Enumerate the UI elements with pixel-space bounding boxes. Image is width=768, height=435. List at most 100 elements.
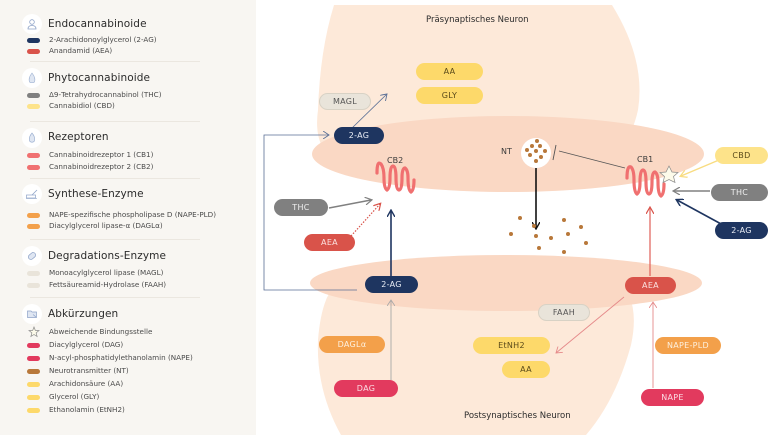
- cb1-inhibition-line: [558, 150, 626, 169]
- aa-bottom-pill: AA: [502, 361, 550, 378]
- 2ag-presynaptic-pill: 2-AG: [334, 127, 384, 144]
- legend-heading: Synthese-Enzyme: [48, 188, 144, 200]
- aea-left-pill: AEA: [304, 234, 355, 251]
- legend-swatch: [27, 93, 40, 98]
- legend-swatch: [27, 49, 40, 54]
- synthesis-icon: [22, 184, 42, 204]
- nt-label: NT: [501, 147, 512, 156]
- degradation-icon: [22, 246, 42, 266]
- legend-item: Ethanolamin (EtNH2): [0, 404, 256, 416]
- legend-label: Monoacylglycerol lipase (MAGL): [49, 268, 164, 277]
- postsynaptic-membrane: [310, 255, 702, 311]
- legend-divider: [30, 178, 200, 179]
- aea-postsynaptic-pill: AEA: [625, 277, 676, 294]
- thc-right-pill: THC: [711, 184, 768, 201]
- legend-item: Fettsäureamid-Hydrolase (FAAH): [0, 279, 256, 291]
- presynaptic-membrane: [312, 116, 704, 192]
- legend-label: Abweichende Bindungsstelle: [49, 327, 153, 336]
- legend-swatch: [27, 408, 40, 413]
- nape-pld-pill: NAPE-PLD: [655, 337, 721, 354]
- legend-swatch: [27, 104, 40, 109]
- nape-pill: NAPE: [641, 389, 704, 406]
- legend-label: NAPE-spezifische phospholipase D (NAPE-P…: [49, 210, 216, 219]
- cb1-label: CB1: [637, 155, 654, 164]
- legend-swatch: [27, 395, 40, 400]
- legend-label: Cannabidiol (CBD): [49, 101, 115, 110]
- legend-heading: Degradations-Enzyme: [48, 250, 167, 262]
- legend-item: Anandamid (AEA): [0, 45, 256, 57]
- arrow-aea-to-cb2-dotted: [350, 204, 380, 237]
- magl-pill: MAGL: [319, 93, 371, 110]
- legend-heading: Phytocannabinoide: [48, 72, 151, 84]
- aa-pill: AA: [416, 63, 483, 80]
- legend-label: Fettsäureamid-Hydrolase (FAAH): [49, 280, 167, 289]
- star-icon: [28, 326, 40, 338]
- legend-heading: Rezeptoren: [48, 131, 109, 143]
- postsynaptic-neuron-title: Postsynaptisches Neuron: [464, 411, 571, 421]
- legend-swatch: [27, 271, 40, 276]
- legend-divider: [30, 239, 200, 240]
- legend-swatch: [27, 369, 40, 374]
- legend-swatch: [27, 356, 40, 361]
- legend-item: Cannabinoidrezeptor 2 (CB2): [0, 161, 256, 173]
- legend-swatch: [27, 165, 40, 170]
- legend-item: Δ9-Tetrahydrocannabinol (THC): [0, 89, 256, 101]
- arrow-thc-to-cb2: [328, 200, 371, 209]
- legend-label: 2-Arachidonoylglycerol (2-AG): [49, 35, 157, 44]
- receptor-icon: [22, 128, 42, 148]
- legend-label: Neurotransmitter (NT): [49, 366, 129, 375]
- legend-label: Diacylglycerol (DAG): [49, 340, 124, 349]
- legend-panel: Endocannabinoide 2-Arachidonoylglycerol …: [0, 0, 256, 435]
- legend-item: Glycerol (GLY): [0, 391, 256, 403]
- legend-divider: [30, 297, 200, 298]
- legend-swatch: [27, 224, 40, 229]
- legend-swatch: [27, 213, 40, 218]
- legend-item: Diacylglycerol lipase-α (DAGLα): [0, 220, 256, 232]
- 2ag-right-pill: 2-AG: [715, 222, 768, 239]
- legend-label: Cannabinoidrezeptor 2 (CB2): [49, 162, 154, 171]
- arrow-cbd-to-cb1: [681, 159, 720, 176]
- nt-vesicle-dots: [525, 139, 547, 163]
- dagl-alpha-pill: DAGLα: [319, 336, 385, 353]
- legend-label: Cannabinoidrezeptor 1 (CB1): [49, 150, 154, 159]
- legend-swatch: [27, 283, 40, 288]
- released-nt-dots: [509, 216, 588, 254]
- legend-label: Δ9-Tetrahydrocannabinol (THC): [49, 90, 162, 99]
- cb2-receptor: [375, 161, 416, 194]
- inhibition-bar: [552, 144, 557, 161]
- legend-item: NAPE-spezifische phospholipase D (NAPE-P…: [0, 209, 256, 221]
- folder-icon: [22, 304, 42, 324]
- faah-pill: FAAH: [538, 304, 590, 321]
- arrow-2ag-to-aa-gly: [350, 94, 387, 130]
- legend-label: Ethanolamin (EtNH2): [49, 405, 125, 414]
- legend-divider: [30, 61, 200, 62]
- gly-pill: GLY: [416, 87, 483, 104]
- synapse-diagram: Präsynaptisches Neuron Postsynaptisches …: [256, 0, 768, 435]
- cb1-receptor: [625, 165, 666, 198]
- legend-item: Monoacylglycerol lipase (MAGL): [0, 267, 256, 279]
- arrow-2ag-to-cb1: [677, 200, 724, 226]
- alternate-binding-star-icon: [659, 165, 679, 184]
- legend-heading: Endocannabinoide: [48, 18, 147, 30]
- legend-label: Arachidonsäure (AA): [49, 379, 124, 388]
- legend-swatch: [27, 343, 40, 348]
- person-icon: [22, 14, 42, 34]
- arrow-aea-to-etnh2: [556, 296, 625, 353]
- legend-swatch: [27, 38, 40, 43]
- legend-label: Anandamid (AEA): [49, 46, 113, 55]
- dag-pill: DAG: [334, 380, 398, 397]
- legend-swatch: [27, 382, 40, 387]
- legend-item: Abweichende Bindungsstelle: [0, 326, 256, 338]
- legend-swatch: [27, 153, 40, 158]
- legend-item: Neurotransmitter (NT): [0, 365, 256, 377]
- cb2-label: CB2: [387, 156, 404, 165]
- legend-item: N-acyl-phosphatidylethanolamin (NAPE): [0, 352, 256, 364]
- legend-heading: Abkürzungen: [48, 308, 119, 320]
- legend-item: 2-Arachidonoylglycerol (2-AG): [0, 34, 256, 46]
- legend-label: Glycerol (GLY): [49, 392, 100, 401]
- cannabis-leaf-icon: [22, 68, 42, 88]
- 2ag-postsynaptic-pill: 2-AG: [365, 276, 418, 293]
- arrow-2ag-retrograde-loop: [263, 135, 357, 291]
- legend-divider: [30, 121, 200, 122]
